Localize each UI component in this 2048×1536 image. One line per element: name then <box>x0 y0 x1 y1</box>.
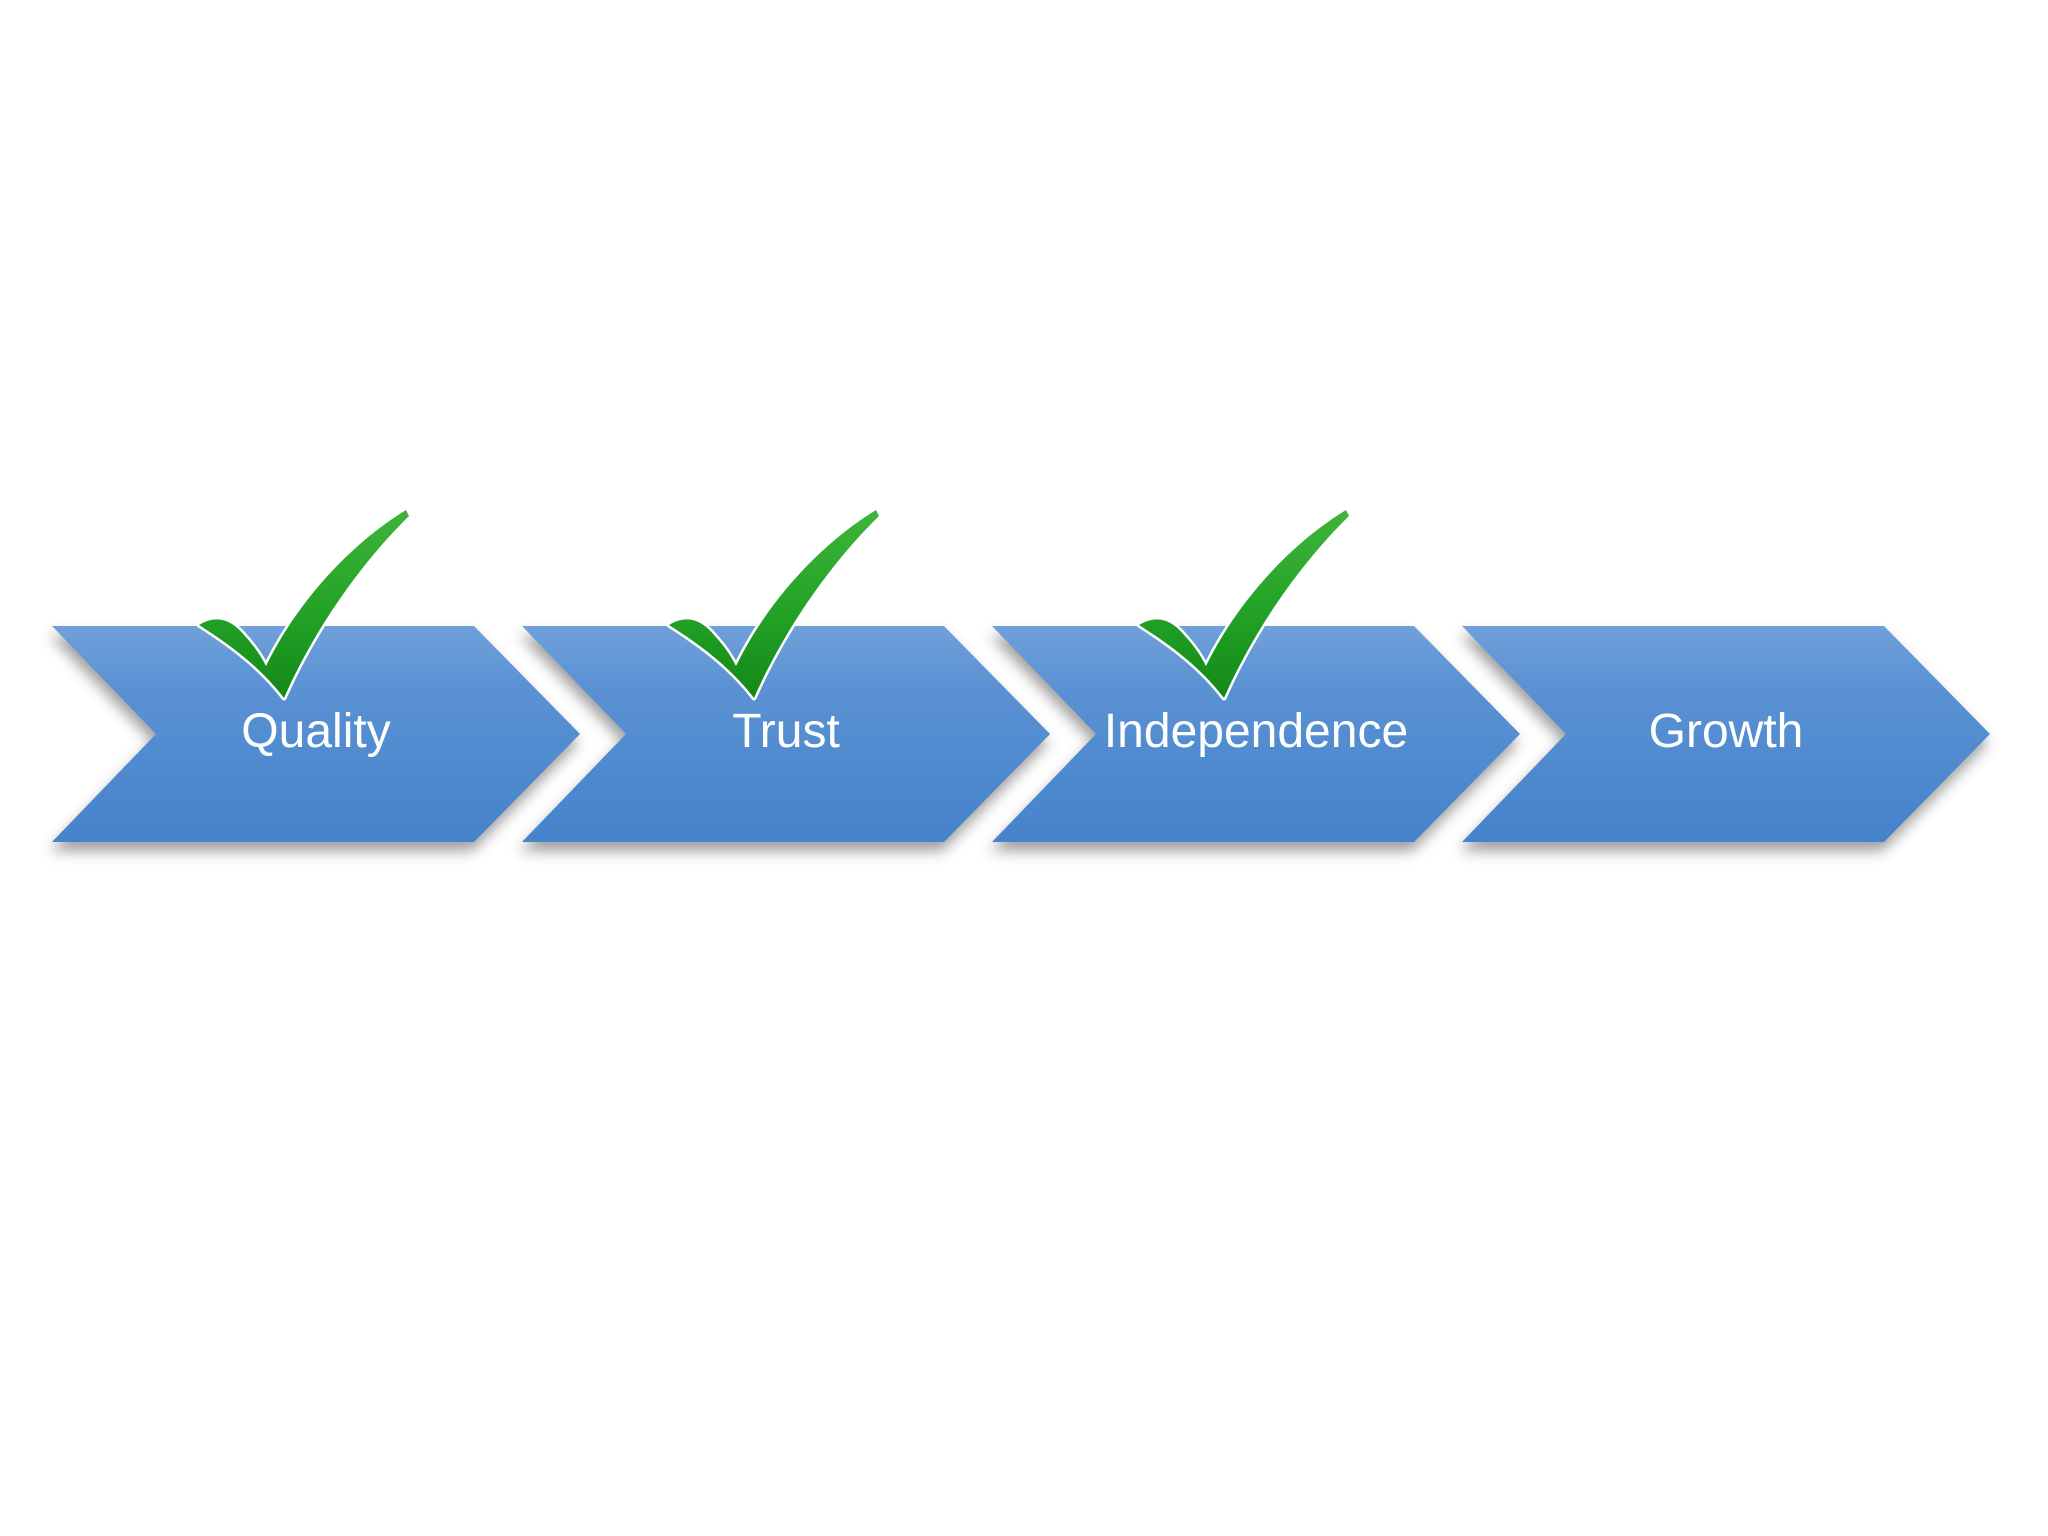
step-label: Growth <box>1648 705 1804 758</box>
chevron-shape: Independence <box>992 626 1520 842</box>
chevron-shape: Trust <box>522 626 1050 842</box>
step-label: Trust <box>732 705 840 758</box>
step-label: Quality <box>241 705 391 758</box>
chevron-step-independence: Independence <box>992 626 1520 842</box>
chevron-step-trust: Trust <box>522 626 1050 842</box>
chevron-shape: Growth <box>1462 626 1990 842</box>
chevron-shape: Quality <box>52 626 580 842</box>
chevron-step-growth: Growth <box>1462 626 1990 842</box>
chevron-step-quality: Quality <box>52 626 580 842</box>
step-label: Independence <box>1103 705 1409 758</box>
